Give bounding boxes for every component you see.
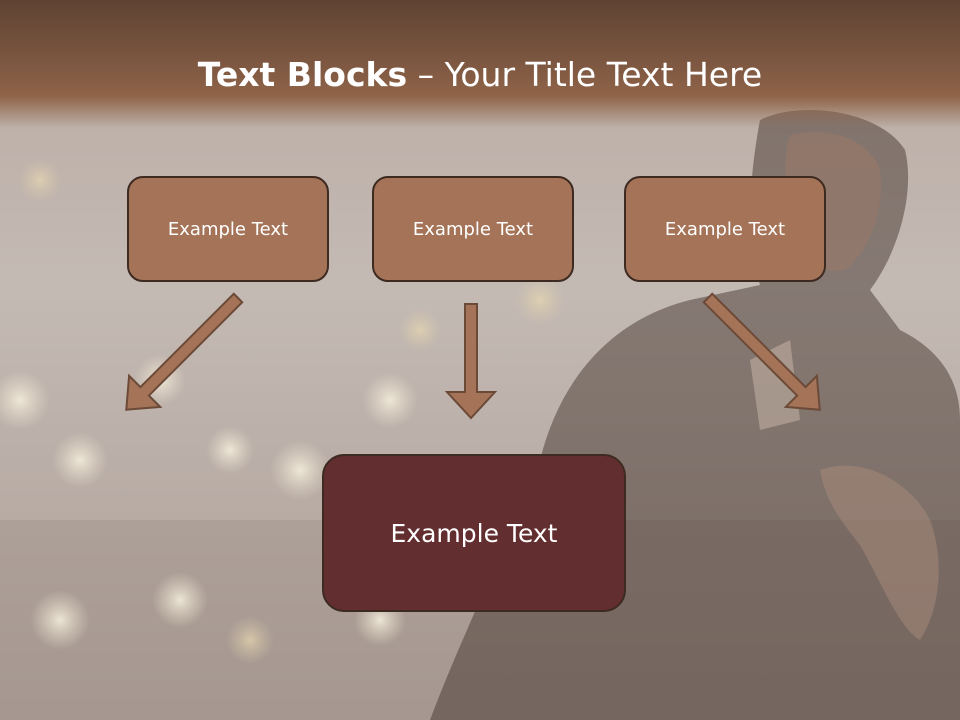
text-block-left[interactable]: Example Text — [127, 176, 329, 282]
text-block-bottom-label: Example Text — [390, 518, 558, 548]
text-block-bottom[interactable]: Example Text — [322, 454, 626, 612]
arrow-left — [125, 292, 244, 411]
title-rest: Your Title Text Here — [444, 55, 763, 94]
title-bar — [0, 0, 960, 128]
text-block-right[interactable]: Example Text — [624, 176, 826, 282]
text-block-center-label: Example Text — [412, 218, 534, 240]
arrow-right — [702, 292, 821, 411]
text-block-center[interactable]: Example Text — [372, 176, 574, 282]
text-block-right-label: Example Text — [664, 218, 786, 240]
slide-title: Text Blocks – Your Title Text Here — [0, 50, 960, 100]
text-block-left-label: Example Text — [167, 218, 289, 240]
arrow-center — [444, 303, 498, 420]
title-bold: Text Blocks — [197, 55, 408, 94]
title-dash: – — [407, 55, 445, 94]
